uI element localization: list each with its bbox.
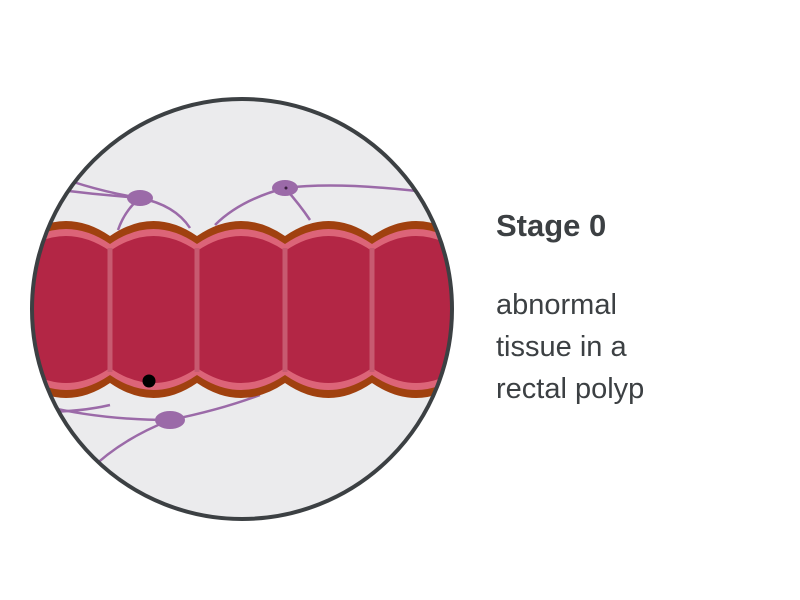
tissue <box>32 236 452 383</box>
magnified-view-border <box>30 97 454 521</box>
stage-title: Stage 0 <box>496 208 607 243</box>
nerve-cell-body <box>155 411 185 429</box>
description-line: abnormal <box>496 289 617 321</box>
stage-description: abnormal tissue in a rectal polyp <box>496 284 644 410</box>
nerve-cell-body <box>127 190 153 206</box>
description-line: rectal polyp <box>496 373 645 405</box>
description-line: tissue in a <box>496 331 627 363</box>
abnormal-cell-dot <box>142 374 156 388</box>
nerve-cell-nucleus <box>284 186 288 190</box>
